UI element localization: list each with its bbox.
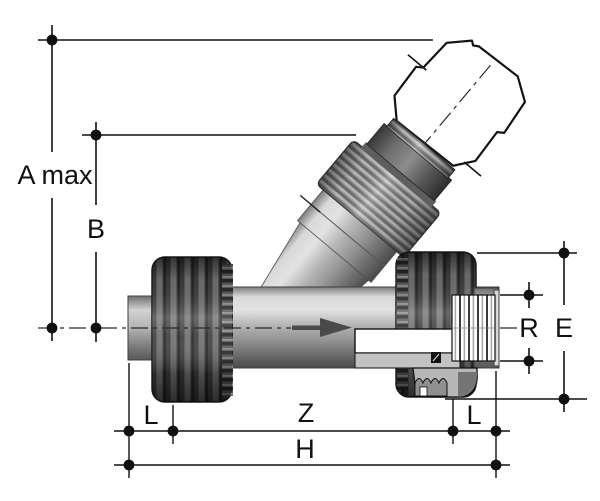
label-h: H [295,434,315,464]
dimension-labels: A max B L Z L H R E [17,160,573,464]
dot-e-top [558,247,570,259]
bonnet-tick [299,194,321,213]
female-thread-band [451,294,496,362]
label-r: R [519,313,539,343]
label-e: E [555,313,573,343]
valve-illustration [38,39,527,403]
bonnet-assembly [259,39,527,340]
sectioned-outlet [354,294,496,398]
outlet-flange-shadow [458,372,478,396]
cutaway-bore [354,328,456,354]
dim-a-max [38,25,433,341]
dot-r-top [523,289,535,301]
phantom-cap-outline [393,39,527,177]
dot-a-top [46,34,58,46]
dot-e-bottom [558,393,570,405]
dot-z-right-outer [490,425,502,437]
phantom-tick-top [407,54,427,71]
dot-z-right-inner [447,425,459,437]
dot-b-bottom [90,322,102,334]
cap-collar [360,142,437,208]
left-union-nut [151,256,233,403]
label-l-left: L [143,400,158,430]
seal-detail [431,352,441,363]
bonnet-knurled-ring [317,141,440,256]
flow-arrow [292,318,352,337]
cap-knurled-tip [385,117,456,179]
dot-z-left-outer [123,425,135,437]
dot-z-left-inner [167,425,179,437]
label-a-max: A max [17,160,93,190]
bonnet-seam [310,204,385,267]
dot-r-bottom [523,355,535,367]
outlet-flange-notch [419,386,428,397]
label-b: B [87,214,105,244]
dot-a-bottom [46,322,58,334]
bonnet-centerline [259,61,495,340]
dim-z-l [114,363,510,478]
dimension-dots [46,34,570,471]
cutaway-lower-wall [354,352,461,369]
label-l-right: L [466,400,481,430]
phantom-tick-bottom [463,161,482,177]
dot-h-right [490,459,502,471]
label-z: Z [298,398,315,428]
dot-b-top [90,129,102,141]
dot-h-left [123,459,135,471]
